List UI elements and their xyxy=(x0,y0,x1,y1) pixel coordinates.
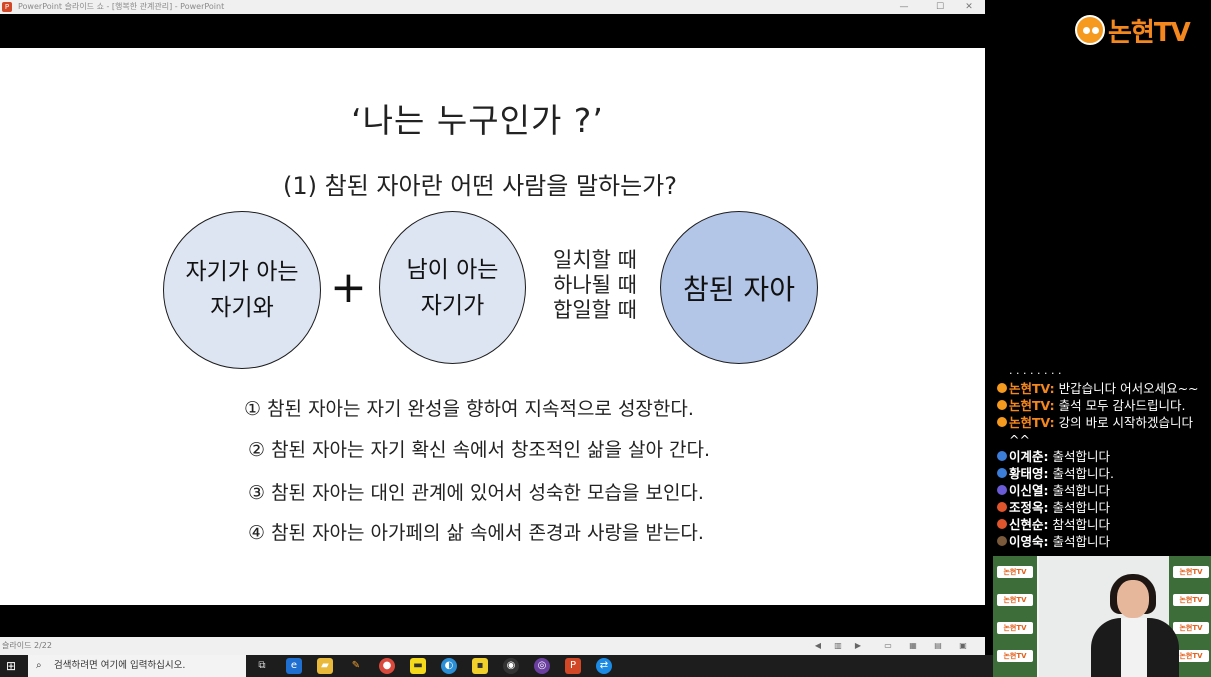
edge-legacy-icon[interactable]: e xyxy=(286,658,302,674)
user-avatar-icon xyxy=(997,536,1007,546)
circle-others-known-line1: 남이 아는 xyxy=(406,256,499,283)
task-view-icon[interactable]: ⧉ xyxy=(258,660,266,671)
close-button[interactable]: ✕ xyxy=(965,2,973,12)
backdrop-logo-tile: 논현TV xyxy=(1173,594,1209,606)
user-avatar-icon xyxy=(997,417,1007,427)
slide-title: ‘나는 누구인가 ?’ xyxy=(351,101,604,140)
title-bar: P PowerPoint 슬라이드 쇼 - [행복한 관계관리] - Power… xyxy=(0,0,985,14)
chat-cut-line: · · · · · · · · xyxy=(1009,370,1062,380)
slide[interactable]: ‘나는 누구인가 ?’ (1) 참된 자아란 어떤 사람을 말하는가? 자기가 … xyxy=(0,48,985,605)
powerpoint-icon: P xyxy=(2,2,12,12)
reading-view-icon[interactable]: ▤ xyxy=(934,641,942,650)
maximize-button[interactable]: ☐ xyxy=(935,2,945,12)
point-1: ① 참된 자아는 자기 완성을 향하여 지속적으로 성장한다. xyxy=(244,398,694,420)
backdrop-logo-tile: 논현TV xyxy=(997,622,1033,634)
chat-message: 이영숙: 출석합니다 xyxy=(995,533,1211,550)
previous-slide-icon[interactable]: ◀ xyxy=(814,641,822,650)
chrome-icon[interactable]: ● xyxy=(379,658,395,674)
search-icon: ⌕ xyxy=(36,660,42,671)
point-3: ③ 참된 자아는 대인 관계에 있어서 성숙한 모습을 보인다. xyxy=(248,482,704,504)
circle-self-known-line1: 자기가 아는 xyxy=(185,259,299,285)
presenter-shirt xyxy=(1121,618,1147,677)
teamviewer-icon[interactable]: ⇄ xyxy=(596,658,612,674)
file-explorer-icon[interactable]: ▰ xyxy=(317,658,333,674)
user-avatar-icon xyxy=(997,451,1007,461)
webcam-feed: 논현TV 논현TV 논현TV 논현TV 논현TV 논현TV 논현TV 논현TV xyxy=(993,556,1211,677)
condition-line1: 일치할 때 xyxy=(553,248,637,272)
status-bar: 슬라이드 2/22 ◀ ▥ ▶ ▭ ▦ ▤ ▣ xyxy=(0,637,985,655)
point-4: ④ 참된 자아는 아가페의 삶 속에서 존경과 사랑을 받는다. xyxy=(248,522,704,544)
powerpoint-taskbar-icon[interactable]: P xyxy=(565,658,581,674)
backdrop-logo-tile: 논현TV xyxy=(1173,650,1209,662)
presenter-face xyxy=(1117,580,1149,618)
circle-others-known: 남이 아는 자기가 xyxy=(379,211,526,364)
chat-message: 논현TV: 강의 바로 시작하겠습니다^^ xyxy=(995,414,1211,448)
backdrop-logo-tile: 논현TV xyxy=(1173,622,1209,634)
pen-icon[interactable]: ✎ xyxy=(351,660,361,671)
plus-sign: + xyxy=(330,262,367,313)
kakaotalk-icon[interactable]: ▬ xyxy=(410,658,426,674)
slide-number: 슬라이드 2/22 xyxy=(2,641,52,650)
slide-sorter-icon[interactable]: ▥ xyxy=(834,641,842,650)
chat-message: 이계춘: 출석합니다 xyxy=(995,448,1211,465)
normal-view-icon[interactable]: ▭ xyxy=(884,641,892,650)
chat-panel: · · · · · · · · 논현TV: 반갑습니다 어서오세요~~ 논현TV… xyxy=(995,370,1211,550)
taskbar-search-input[interactable]: ⌕ 검색하려면 여기에 입력하십시오. xyxy=(28,655,246,677)
edge-icon[interactable]: ◐ xyxy=(441,658,457,674)
backdrop-panel-right: 논현TV 논현TV 논현TV 논현TV xyxy=(1169,556,1211,677)
next-slide-icon[interactable]: ▶ xyxy=(854,641,862,650)
window-title: PowerPoint 슬라이드 쇼 - [행복한 관계관리] - PowerPo… xyxy=(18,2,225,11)
user-avatar-icon xyxy=(997,383,1007,393)
user-avatar-icon xyxy=(997,468,1007,478)
slide-subtitle: (1) 참된 자아란 어떤 사람을 말하는가? xyxy=(283,172,677,200)
backdrop-logo-tile: 논현TV xyxy=(1173,566,1209,578)
backdrop-panel-left: 논현TV 논현TV 논현TV 논현TV xyxy=(993,556,1037,677)
backdrop-logo-tile: 논현TV xyxy=(997,650,1033,662)
minimize-button[interactable]: — xyxy=(899,2,909,12)
chat-message: 조정옥: 출석합니다 xyxy=(995,499,1211,516)
logo-mascot-icon xyxy=(1075,15,1105,45)
chat-message: 이신열: 출석합니다 xyxy=(995,482,1211,499)
user-avatar-icon xyxy=(997,519,1007,529)
backdrop-logo-tile: 논현TV xyxy=(997,566,1033,578)
search-placeholder: 검색하려면 여기에 입력하십시오. xyxy=(54,660,186,671)
sorter-view-icon[interactable]: ▦ xyxy=(909,641,917,650)
media-player-icon[interactable]: ◎ xyxy=(534,658,550,674)
circle-self-known: 자기가 아는 자기와 xyxy=(163,211,321,369)
point-2: ② 참된 자아는 자기 확신 속에서 창조적인 삶을 살아 간다. xyxy=(248,439,710,461)
channel-logo: 논현TV xyxy=(1075,12,1191,48)
sticky-notes-icon[interactable]: ▪ xyxy=(472,658,488,674)
chat-message: 황태영: 출석합니다. xyxy=(995,465,1211,482)
condition-line3: 합일할 때 xyxy=(553,298,637,322)
slideshow-view-icon[interactable]: ▣ xyxy=(959,641,967,650)
obs-icon[interactable]: ◉ xyxy=(503,658,519,674)
taskbar: ⊞ ⌕ 검색하려면 여기에 입력하십시오. ⧉ e ▰ ✎ ● ▬ ◐ ▪ ◉ … xyxy=(0,655,993,677)
user-avatar-icon xyxy=(997,400,1007,410)
condition-line2: 하나될 때 xyxy=(553,273,637,297)
backdrop-logo-tile: 논현TV xyxy=(997,594,1033,606)
logo-text: 논현TV xyxy=(1108,17,1191,48)
circle-others-known-line2: 자기가 xyxy=(420,292,485,319)
user-avatar-icon xyxy=(997,502,1007,512)
chat-message: 신현순: 참석합니다 xyxy=(995,516,1211,533)
chat-message: 논현TV: 출석 모두 감사드립니다. xyxy=(995,397,1211,414)
circle-true-self: 참된 자아 xyxy=(660,211,818,364)
circle-self-known-line2: 자기와 xyxy=(210,295,274,321)
user-avatar-icon xyxy=(997,485,1007,495)
powerpoint-window: P PowerPoint 슬라이드 쇼 - [행복한 관계관리] - Power… xyxy=(0,0,985,655)
condition-text: 일치할 때 하나될 때 합일할 때 xyxy=(540,248,650,323)
chat-message: 논현TV: 반갑습니다 어서오세요~~ xyxy=(995,380,1211,397)
circle-true-self-label: 참된 자아 xyxy=(683,272,795,306)
windows-start-icon[interactable]: ⊞ xyxy=(6,659,17,673)
